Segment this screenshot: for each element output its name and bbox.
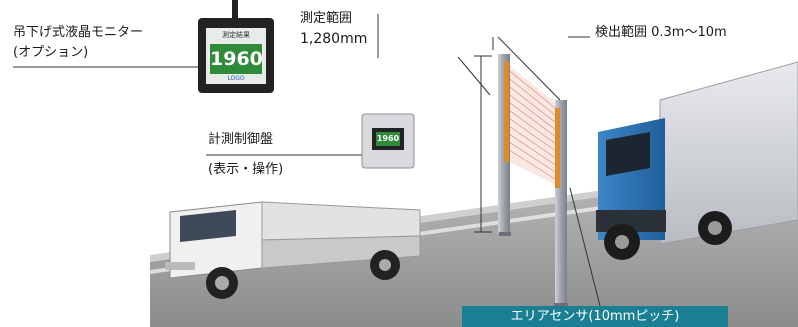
measure-range-label: 測定範囲	[300, 11, 353, 26]
sensor-pole-right	[554, 100, 568, 307]
sensor-pole-left	[498, 54, 511, 236]
monitor-footer: LOGO	[227, 75, 245, 82]
area-sensor-caption: エリアセンサ(10mmピッチ)	[462, 306, 728, 327]
monitor-option-label: (オプション)	[13, 45, 89, 60]
small-truck	[165, 201, 421, 299]
sensor-beams	[505, 62, 562, 188]
monitor-readout: 1960	[210, 48, 263, 70]
measurement-bracket	[474, 37, 494, 233]
monitor-label: 吊下げ式液晶モニター	[13, 25, 144, 40]
monitor-header: 測定結果	[222, 31, 250, 39]
control-panel-label: 計測制御盤	[208, 132, 274, 147]
control-panel	[361, 113, 415, 169]
hanging-monitor	[198, 0, 274, 93]
control-panel-sublabel: (表示・操作)	[208, 162, 284, 177]
leader-lines	[13, 14, 601, 307]
panel-readout: 1960	[376, 134, 400, 143]
measure-range-value: 1,280mm	[300, 31, 368, 47]
large-truck	[596, 61, 798, 260]
detect-range-label: 検出範囲 0.3m〜10m	[595, 25, 727, 40]
